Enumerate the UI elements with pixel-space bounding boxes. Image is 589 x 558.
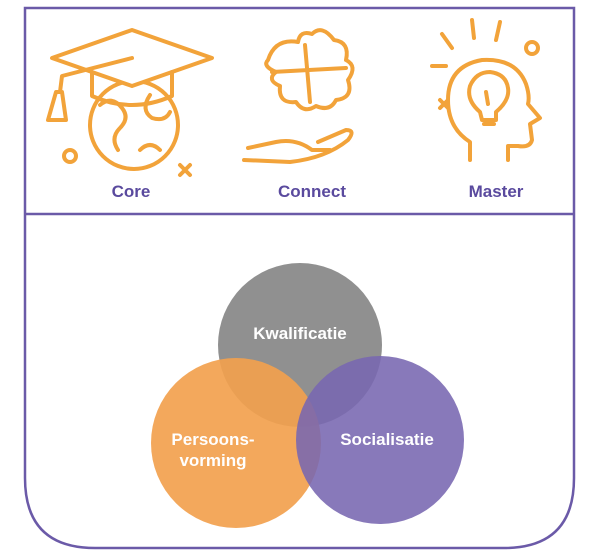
venn-label-persoonsvorming: Persoons- vorming [158, 429, 268, 471]
icon-label-core: Core [111, 182, 151, 201]
venn-circle-socialisatie [296, 356, 464, 524]
icon-label-connect: Connect [278, 182, 346, 201]
venn-label-kwalificatie: Kwalificatie [253, 324, 347, 343]
venn-label-persoonsvorming-line1: Persoons- [171, 430, 255, 449]
venn-circle-persoonsvorming [151, 358, 321, 528]
venn-label-socialisatie: Socialisatie [340, 430, 434, 449]
frame-border [23, 6, 576, 550]
venn-label-persoonsvorming-line2: vorming [179, 451, 247, 470]
graduation-cap-globe-icon [46, 28, 214, 177]
puzzle-hand-icon [242, 28, 355, 164]
icon-label-master: Master [468, 182, 524, 201]
lightbulb-head-icon [430, 18, 542, 162]
